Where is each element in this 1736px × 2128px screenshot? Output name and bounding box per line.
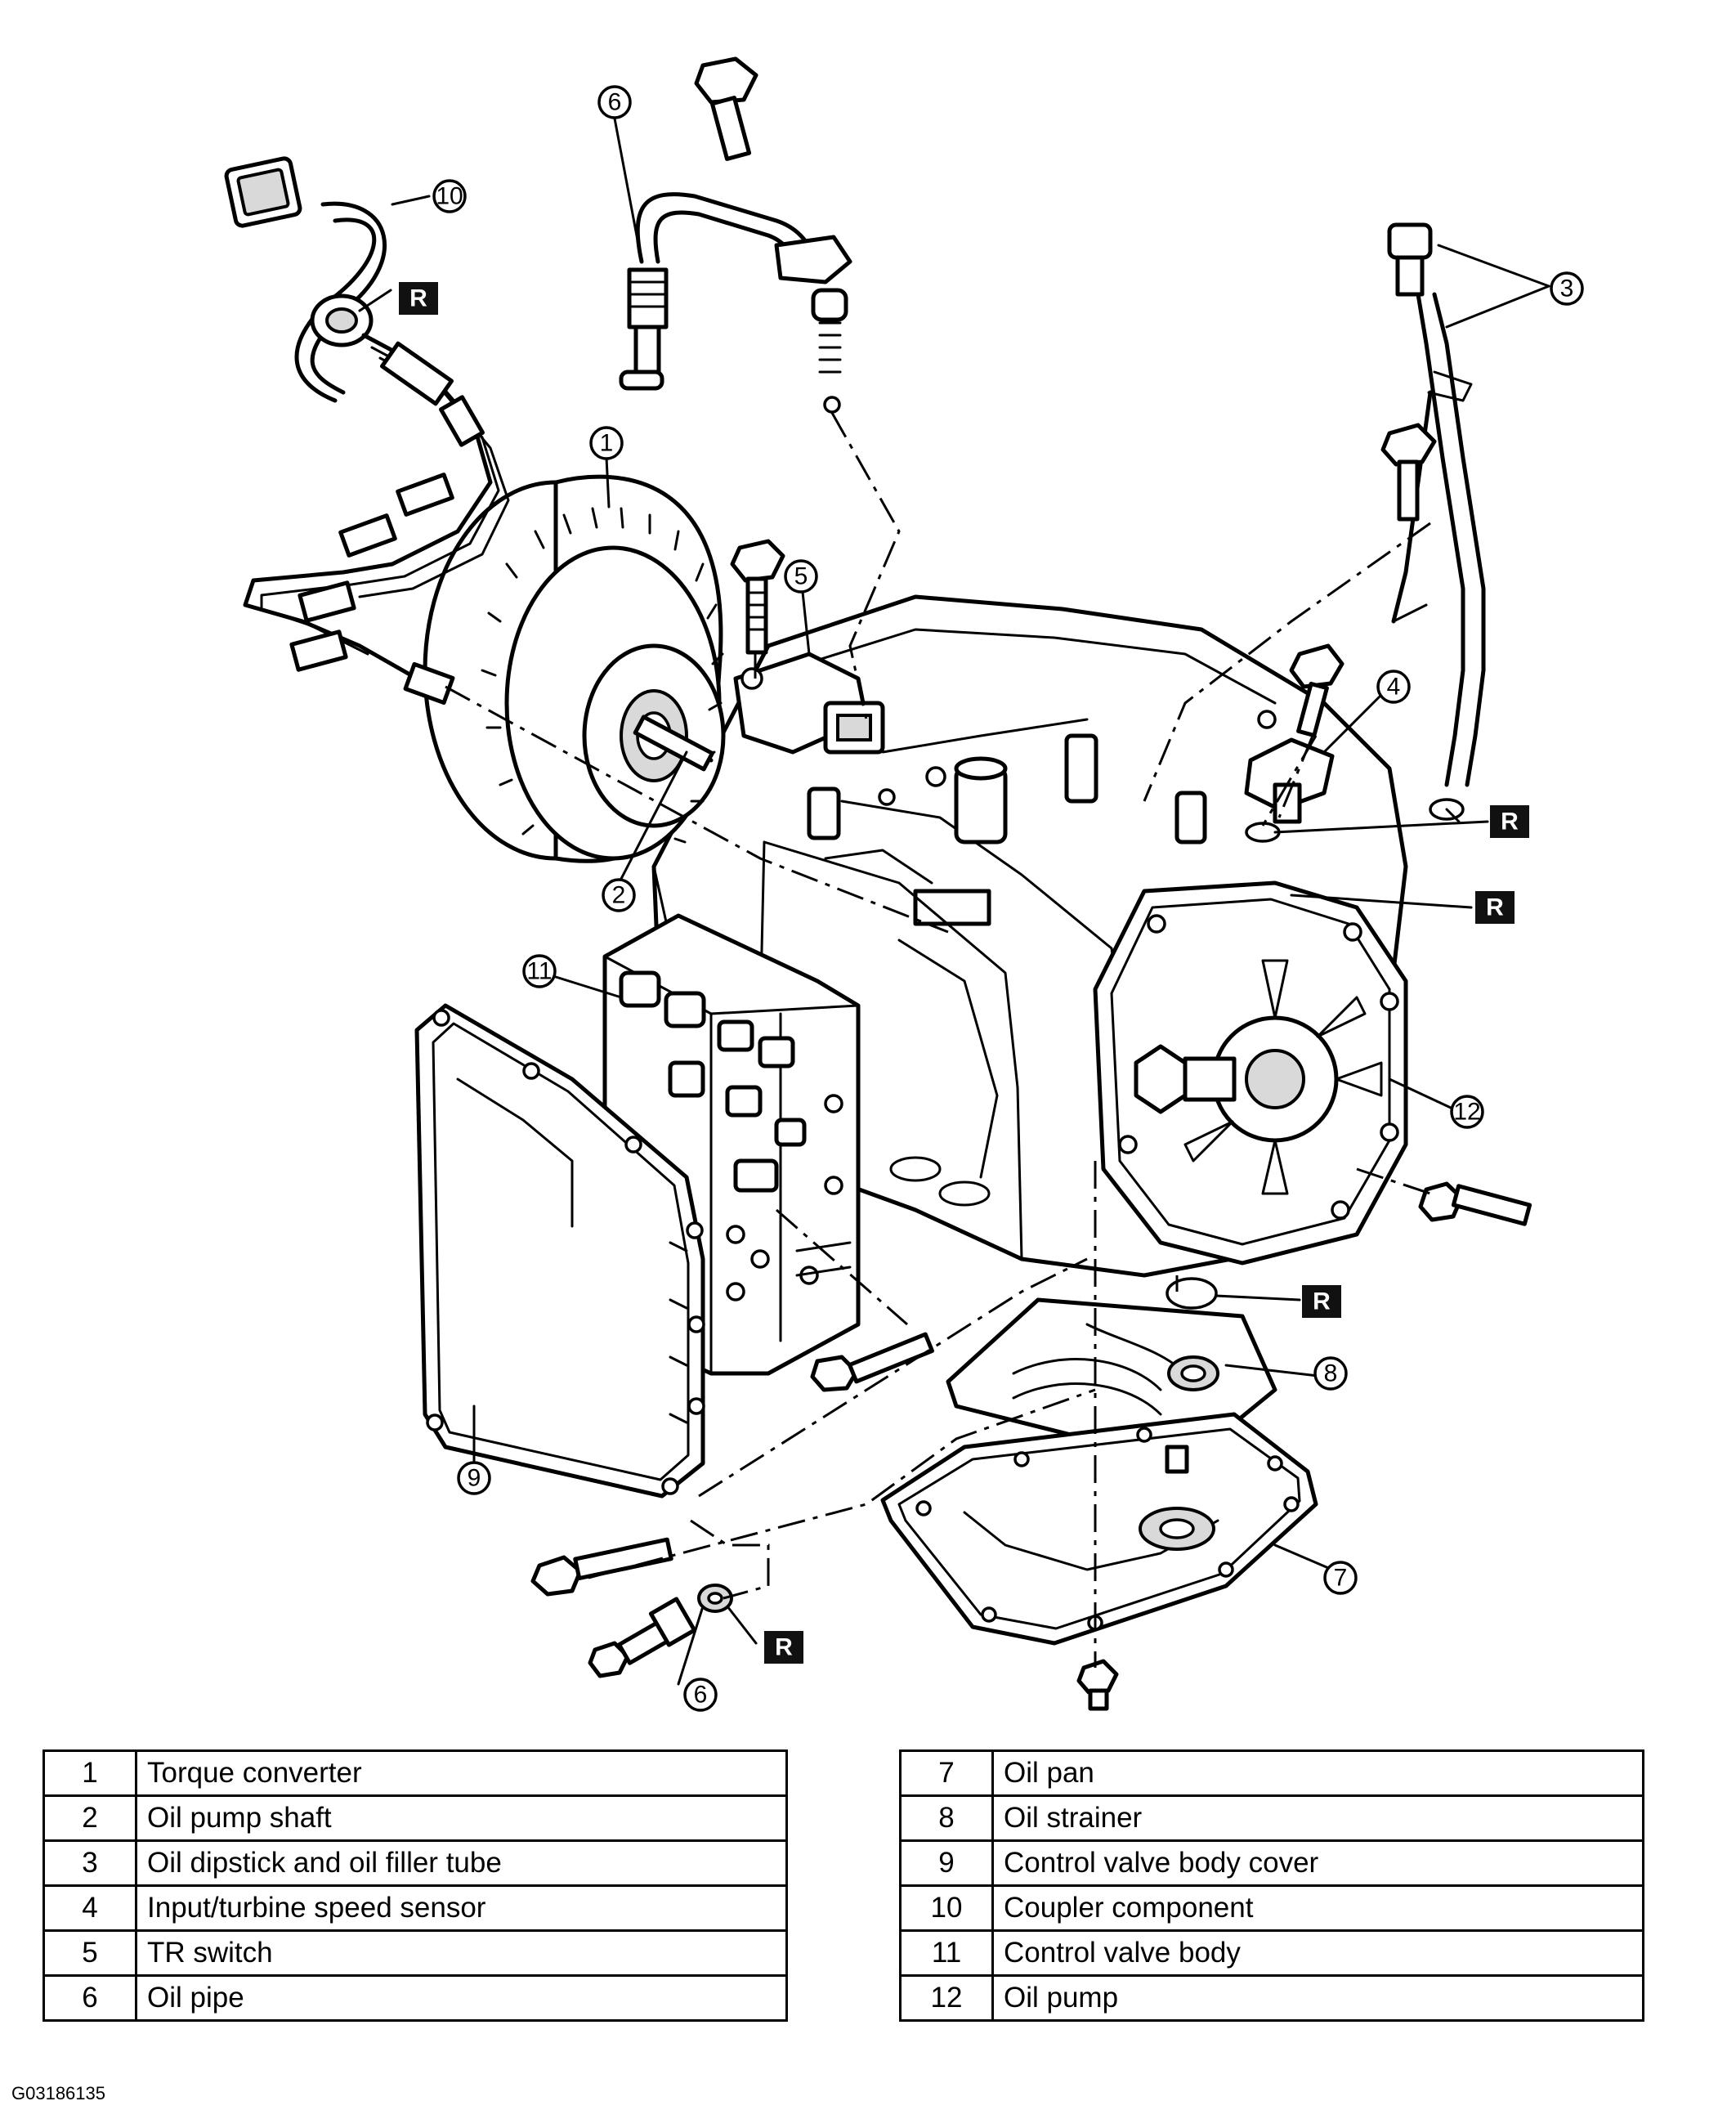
svg-text:3: 3 — [1560, 276, 1574, 302]
part-name: Oil pipe — [135, 1974, 788, 2022]
svg-text:5: 5 — [794, 563, 808, 590]
part-name: Oil pan — [991, 1749, 1644, 1797]
part-number: 8 — [899, 1794, 994, 1842]
part-name: Oil pump shaft — [135, 1794, 788, 1842]
svg-text:4: 4 — [1387, 674, 1401, 701]
part-number: 12 — [899, 1974, 994, 2022]
part-number: 4 — [43, 1884, 137, 1932]
svg-text:8: 8 — [1324, 1360, 1338, 1387]
part-number: 7 — [899, 1749, 994, 1797]
torque-converter — [423, 474, 726, 863]
svg-text:6: 6 — [608, 89, 622, 116]
svg-text:11: 11 — [526, 958, 552, 985]
callout-5: 5 — [784, 559, 818, 594]
svg-text:7: 7 — [1334, 1565, 1348, 1592]
svg-text:R: R — [775, 1634, 793, 1661]
part-name: Control valve body cover — [991, 1839, 1644, 1887]
callout-11: 11 — [522, 954, 557, 988]
part-number: 6 — [43, 1974, 137, 2022]
part-name: Oil dipstick and oil filler tube — [135, 1839, 788, 1887]
replace-marker-strainer-oring: R — [1302, 1285, 1341, 1318]
svg-text:10: 10 — [436, 183, 463, 210]
oil-pump — [1093, 880, 1408, 1266]
part-name: Control valve body — [991, 1929, 1644, 1977]
coupler-component — [224, 156, 510, 706]
oil-pan — [880, 1412, 1318, 1711]
callout-7: 7 — [1323, 1561, 1358, 1595]
part-number: 9 — [899, 1839, 994, 1887]
tr-switch — [730, 539, 885, 755]
callout-2: 2 — [602, 878, 636, 912]
replace-marker-harness: R — [399, 282, 438, 315]
part-name: Torque converter — [135, 1749, 788, 1797]
part-name: TR switch — [135, 1929, 788, 1977]
callout-3: 3 — [1550, 271, 1584, 306]
part-number: 2 — [43, 1794, 137, 1842]
svg-text:6: 6 — [694, 1682, 708, 1709]
callout-9: 9 — [457, 1461, 491, 1495]
callout-1: 1 — [589, 426, 624, 460]
replace-marker-sensor: R — [1490, 805, 1529, 838]
svg-text:R: R — [1486, 894, 1504, 921]
part-name: Oil pump — [991, 1974, 1644, 2022]
replace-marker-pipe-washer: R — [764, 1631, 803, 1664]
part-number: 10 — [899, 1884, 994, 1932]
assembly-lines — [445, 412, 1431, 1668]
part-name: Input/turbine speed sensor — [135, 1884, 788, 1932]
leader-lines — [358, 117, 1550, 1686]
replace-marker-pump-gasket: R — [1475, 891, 1515, 924]
callout-8: 8 — [1313, 1356, 1348, 1391]
callout-10: 10 — [432, 179, 467, 213]
part-name: Coupler component — [991, 1884, 1644, 1932]
svg-text:2: 2 — [612, 882, 626, 909]
oil-pipe-top — [619, 56, 852, 414]
svg-text:1: 1 — [600, 430, 614, 457]
svg-text:R: R — [409, 285, 427, 312]
transmission-exploded-diagram: 1 2 3 4 5 6 6 7 8 9 10 11 12 R R R R R — [224, 56, 1584, 1712]
figure-id: G03186135 — [11, 2083, 105, 2103]
control-valve-body — [602, 913, 934, 1392]
callout-4: 4 — [1376, 670, 1411, 704]
control-valve-body-cover — [414, 1003, 705, 1499]
oil-dipstick-and-filler-tube — [1380, 222, 1486, 821]
svg-text:9: 9 — [468, 1465, 481, 1492]
svg-text:12: 12 — [1453, 1099, 1480, 1126]
part-number: 1 — [43, 1749, 137, 1797]
part-number: 3 — [43, 1839, 137, 1887]
svg-text:R: R — [1313, 1288, 1331, 1315]
svg-text:R: R — [1501, 809, 1519, 836]
part-number: 5 — [43, 1929, 137, 1977]
callout-6-top: 6 — [597, 85, 632, 119]
callout-12: 12 — [1450, 1095, 1484, 1129]
part-name: Oil strainer — [991, 1794, 1644, 1842]
callout-6-bottom: 6 — [683, 1678, 718, 1712]
oil-pipe-bottom — [588, 1584, 733, 1678]
part-number: 11 — [899, 1929, 994, 1977]
bolts — [530, 1181, 1532, 1597]
